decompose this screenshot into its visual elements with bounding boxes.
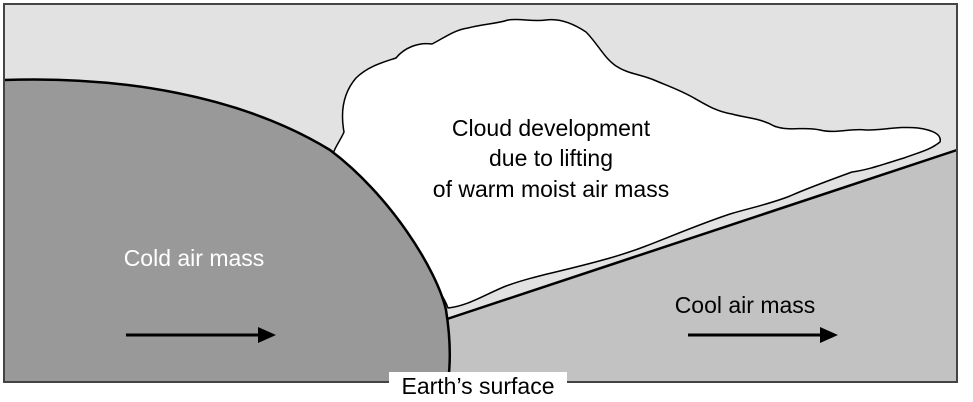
cold-air-arrow (126, 327, 276, 343)
cloud-label-line-1: Cloud development (452, 115, 651, 141)
cloud-label-line-2: due to lifting (489, 145, 613, 171)
cloud-label-line-3: of warm moist air mass (433, 176, 669, 202)
cold-front-boundary (3, 78, 451, 383)
cold-air-mass-region (4, 79, 450, 382)
warm-front-boundary (440, 148, 958, 323)
cold-air-mass-label: Cold air mass (124, 245, 265, 271)
cloud-shape (331, 18, 941, 309)
cool-air-arrow (688, 327, 838, 343)
earth-surface-label: Earth’s surface (402, 373, 555, 399)
cool-air-mass-label: Cool air mass (675, 292, 816, 318)
earth-surface-label-background (389, 372, 567, 402)
cool-air-mass-region (441, 150, 957, 382)
